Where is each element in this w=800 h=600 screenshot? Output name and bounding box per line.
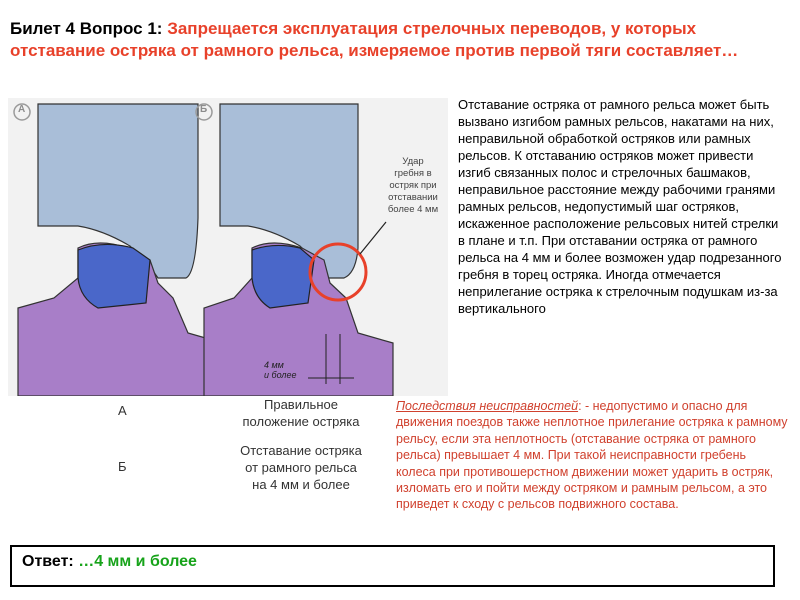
impact-callout: Удар гребня в остряк при отставании боле… [380,156,446,216]
answer-label: Ответ: [22,553,79,570]
dim-suffix: и более [264,370,297,380]
consequences-heading: Последствия неисправностей [396,399,579,413]
callout-leader [359,221,387,255]
marker-a-label: А [18,104,26,115]
marker-b-label: Б [200,104,208,115]
switch-point-a [77,243,151,309]
legend-line: Правильное [264,397,338,412]
legend-b-letter: Б [118,459,127,474]
answer-box: Ответ: …4 мм и более [10,545,775,587]
switch-illustration: А Б Удар гребня в остряк при отставании … [8,98,448,397]
legend-a-letter: А [118,403,127,418]
callout-line: остряк при [389,180,437,191]
marker-b-circle [195,103,213,121]
explanation-text: Отставание остряка от рамного рельса мож… [458,97,782,316]
callout-line: более 4 мм [387,204,439,215]
legend-a-text: Правильное положение остряка [222,396,380,430]
ticket-label: Билет 4 Вопрос 1: [10,19,168,38]
dim-value: 4 мм [264,360,284,370]
callout-line: отставании [388,192,438,203]
consequences-block: Последствия неисправностей: - недопустим… [396,398,788,513]
panel-b [195,103,394,397]
legend-line: Отставание остряка [240,443,362,458]
legend-line: положение остряка [242,414,360,429]
callout-line: гребня в [394,168,432,179]
answer-value: …4 мм и более [78,553,197,570]
legend-line: от рамного рельса [245,460,357,475]
impact-circle [308,242,368,302]
legend-b-text: Отставание остряка от рамного рельса на … [214,442,388,493]
question-title: Билет 4 Вопрос 1: Запрещается эксплуатац… [10,18,790,62]
panel-a [13,103,224,397]
consequences-text: : - недопустимо и опасно для движения по… [396,399,788,512]
legend-line: на 4 мм и более [252,477,350,492]
answer: Ответ: …4 мм и более [22,553,197,571]
rail-diagram [13,103,394,397]
question-text: Запрещается эксплуатация стрелочных пере… [10,19,739,60]
callout-line: Удар [402,156,424,167]
switch-point-b [251,244,315,309]
marker-a-circle [13,103,31,121]
dimension-label: 4 мм и более [264,360,296,380]
